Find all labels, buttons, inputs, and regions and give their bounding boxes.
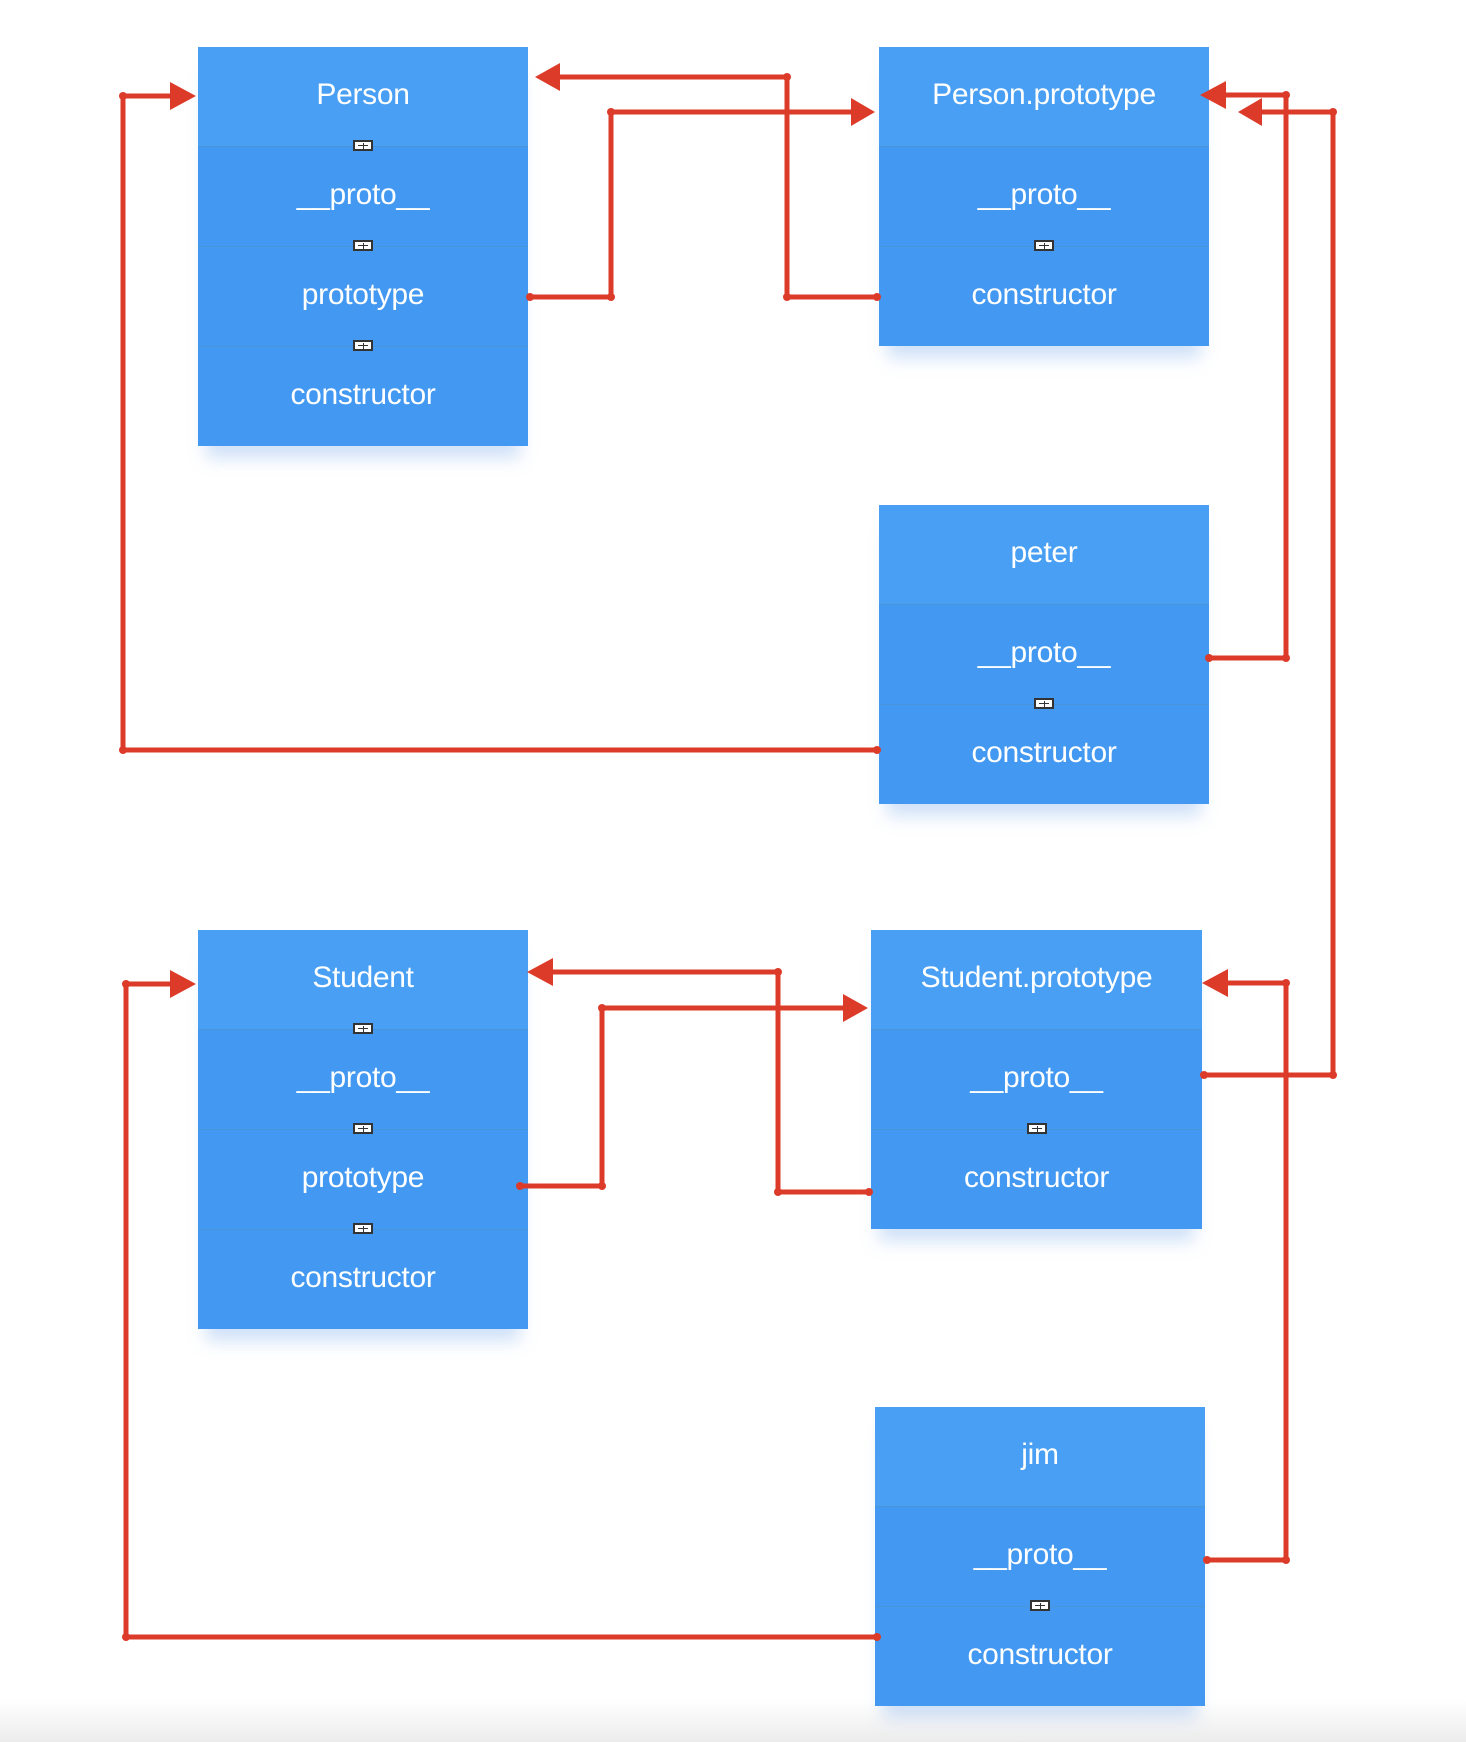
node-student[interactable]: Student __proto__ prototype constructor — [198, 930, 528, 1329]
node-title-label: Person.prototype — [932, 77, 1156, 111]
expand-toggle-icon[interactable] — [1030, 1600, 1050, 1611]
field-label: constructor — [967, 1637, 1113, 1671]
field-label: __proto__ — [296, 177, 430, 211]
field-proto: __proto__ — [875, 1506, 1205, 1611]
expand-toggle-icon[interactable] — [353, 140, 373, 151]
node-title: peter — [879, 505, 1209, 604]
node-title-label: Student.prototype — [920, 960, 1153, 994]
node-title-label: Student — [312, 960, 414, 994]
node-title: Person.prototype — [879, 47, 1209, 146]
field-label: prototype — [301, 277, 425, 311]
arrow-person-prototype-link — [526, 98, 875, 301]
field-prototype: prototype — [198, 246, 528, 351]
node-student-prototype[interactable]: Student.prototype __proto__ constructor — [871, 930, 1202, 1229]
node-title: Student.prototype — [871, 930, 1202, 1029]
node-jim[interactable]: jim __proto__ constructor — [875, 1407, 1205, 1706]
field-label: __proto__ — [973, 1537, 1107, 1571]
expand-toggle-icon[interactable] — [353, 1023, 373, 1034]
expand-toggle-icon[interactable] — [1026, 1123, 1047, 1134]
field-label: prototype — [301, 1160, 425, 1194]
field-label: __proto__ — [970, 1060, 1103, 1094]
field-constructor: constructor — [198, 346, 528, 446]
node-title: jim — [875, 1407, 1205, 1506]
expand-toggle-icon[interactable] — [353, 1223, 373, 1234]
field-proto: __proto__ — [879, 604, 1209, 709]
expand-toggle-icon[interactable] — [353, 240, 373, 251]
arrow-student-prototype-proto — [1200, 98, 1337, 1079]
arrow-student-prototype-link — [516, 994, 868, 1190]
node-title-label: jim — [1021, 1437, 1059, 1471]
field-constructor: constructor — [871, 1129, 1202, 1229]
node-person[interactable]: Person __proto__ prototype constructor — [198, 47, 528, 446]
field-prototype: prototype — [198, 1129, 528, 1234]
expand-toggle-icon[interactable] — [353, 1123, 373, 1134]
node-title: Student — [198, 930, 528, 1034]
field-label: constructor — [290, 1260, 436, 1294]
node-title: Person — [198, 47, 528, 151]
field-proto: __proto__ — [198, 1029, 528, 1134]
field-label: constructor — [963, 1160, 1110, 1194]
field-constructor: constructor — [875, 1606, 1205, 1706]
field-proto: __proto__ — [198, 146, 528, 251]
field-label: __proto__ — [977, 177, 1111, 211]
node-title-label: Person — [316, 77, 410, 111]
expand-toggle-icon[interactable] — [353, 340, 373, 351]
arrow-peter-proto — [1200, 81, 1290, 662]
field-proto: __proto__ — [871, 1029, 1202, 1134]
field-constructor: constructor — [198, 1229, 528, 1329]
arrow-person-prototype-constructor — [535, 63, 881, 301]
node-person-prototype[interactable]: Person.prototype __proto__ constructor — [879, 47, 1209, 346]
page-bottom-shade — [0, 1700, 1466, 1742]
field-label: __proto__ — [296, 1060, 430, 1094]
field-label: constructor — [290, 377, 436, 411]
expand-toggle-icon[interactable] — [1034, 240, 1054, 251]
field-label: constructor — [971, 735, 1117, 769]
field-label: constructor — [971, 277, 1117, 311]
field-label: __proto__ — [977, 635, 1111, 669]
node-title-label: peter — [1010, 535, 1078, 569]
field-constructor: constructor — [879, 704, 1209, 804]
field-constructor: constructor — [879, 246, 1209, 346]
arrow-student-prototype-constructor — [527, 958, 873, 1196]
node-peter[interactable]: peter __proto__ constructor — [879, 505, 1209, 804]
arrow-jim-proto — [1202, 969, 1290, 1564]
expand-toggle-icon[interactable] — [1034, 698, 1054, 709]
field-proto: __proto__ — [879, 146, 1209, 251]
